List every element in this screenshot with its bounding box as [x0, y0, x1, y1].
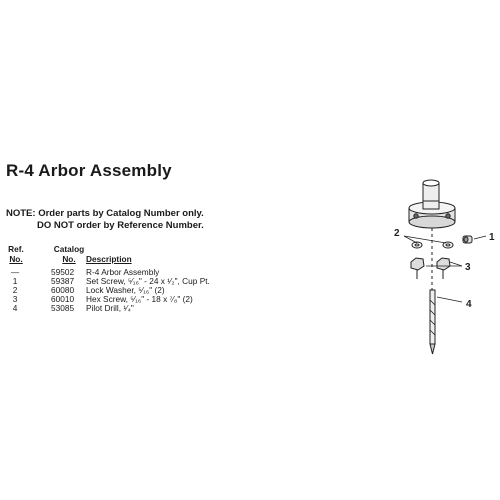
- ref-cell: 4: [12, 303, 18, 313]
- callout-3: 3: [465, 262, 471, 273]
- ref-cell: —: [10, 267, 20, 277]
- description-header: Description: [86, 254, 132, 264]
- lock-washer: [442, 241, 454, 249]
- arbor-flange: [408, 200, 456, 229]
- callout-1: 1: [489, 232, 495, 243]
- catalog-cell: 53085: [51, 303, 75, 313]
- note-line-1: NOTE: Order parts by Catalog Number only…: [6, 208, 204, 219]
- description-cell: Hex Screw, ⁵⁄₁₆" - 18 x ⁷⁄₈" (2): [86, 294, 193, 304]
- ref-no-header: Ref. No.: [6, 244, 26, 264]
- catalog-header-line1: Catalog: [53, 244, 85, 254]
- description-cell: Pilot Drill, ¹⁄₄": [86, 303, 134, 313]
- catalog-cell: 60080: [51, 285, 75, 295]
- ref-header-line2: No.: [9, 254, 23, 264]
- pilot-drill: [429, 289, 436, 355]
- ref-cell: 3: [12, 294, 18, 304]
- hex-screw: [436, 257, 451, 279]
- description-cell: Set Screw, ⁵⁄₁₆" - 24 x ¹⁄₂", Cup Pt.: [86, 276, 210, 286]
- catalog-cell: 60010: [51, 294, 75, 304]
- catalog-no-header: Catalog No.: [47, 244, 91, 264]
- hex-screw: [410, 257, 425, 279]
- lock-washer: [411, 241, 423, 249]
- ref-cell: 2: [12, 285, 18, 295]
- callout-4: 4: [466, 299, 472, 310]
- description-cell: R-4 Arbor Assembly: [86, 267, 160, 277]
- catalog-header-line2: No.: [62, 254, 76, 264]
- catalog-cell: 59502: [51, 267, 75, 277]
- catalog-cell: 59387: [51, 276, 75, 286]
- note-line-2: DO NOT order by Reference Number.: [37, 220, 204, 231]
- set-screw: [462, 235, 473, 244]
- ref-cell: 1: [12, 276, 18, 286]
- page-title: R-4 Arbor Assembly: [6, 161, 172, 180]
- callout-2: 2: [394, 228, 400, 239]
- leader-lines: [403, 235, 487, 303]
- ref-header-line1: Ref.: [8, 244, 24, 254]
- description-cell: Lock Washer, ⁵⁄₁₆" (2): [86, 285, 165, 295]
